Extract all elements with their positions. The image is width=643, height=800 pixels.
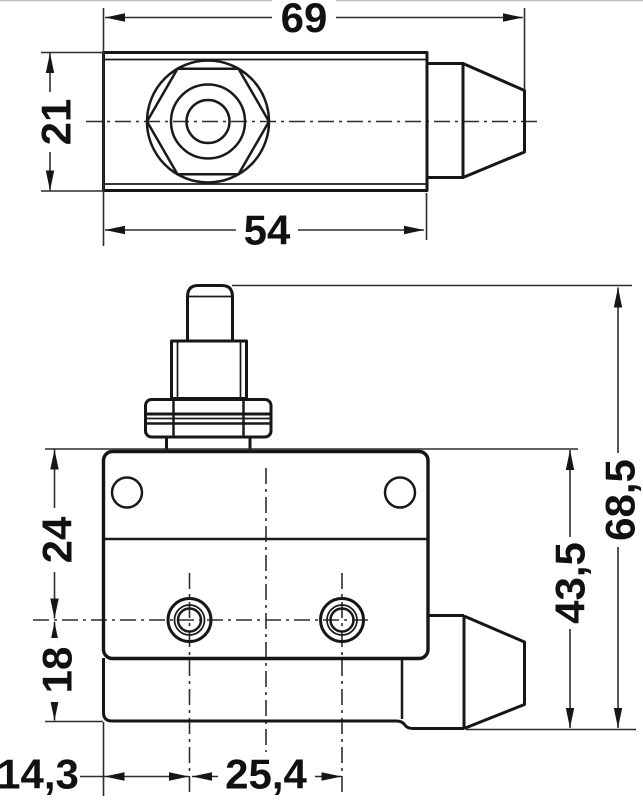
mounting-nut: [144, 398, 273, 439]
hole-mid-ring: [173, 604, 206, 636]
corner-hole-right: [383, 476, 417, 509]
dim-case-height-label: 43,5: [547, 542, 594, 624]
arrow-up-icon: [613, 287, 623, 308]
hex-nut: [145, 67, 271, 176]
dimension-hole-spacing: 25,4: [192, 751, 342, 798]
text-gap: [236, 213, 298, 247]
top-view: [86, 51, 541, 192]
plunger-cap: [186, 284, 234, 341]
switch-case-outline: [101, 449, 430, 661]
arrow-right-icon: [503, 13, 523, 22]
cable-gland-base: [425, 62, 465, 179]
dimension-body-height: 21: [33, 51, 104, 192]
arrow-down-icon: [613, 708, 623, 728]
plunger-bushing-circle: [169, 83, 247, 160]
mounting-hole-right: [319, 597, 365, 643]
arrow-down-icon: [565, 708, 575, 728]
hole-inner-ring: [329, 607, 355, 633]
text-gap: [272, 0, 336, 34]
arrow-right-icon: [169, 772, 189, 781]
arrow-left-icon: [105, 225, 125, 235]
arrow-right-icon: [404, 225, 424, 235]
arrow-down-icon: [50, 598, 59, 619]
dimension-hole-axis-to-bottom: 18: [34, 622, 103, 723]
arrow-up-icon: [565, 450, 575, 470]
arrow-right-icon: [321, 772, 342, 781]
hole-inner-ring: [176, 607, 203, 633]
text-gap: [38, 508, 76, 572]
corner-hole-left: [110, 476, 144, 509]
dimension-top-to-hole-axis: 24: [34, 449, 81, 619]
hole-mid-ring: [326, 604, 358, 636]
dim-edge-to-hole-label: 14,3: [0, 751, 79, 798]
plunger-bushing: [170, 339, 248, 400]
dim-hole-to-bottom-label: 18: [34, 647, 81, 694]
cable-gland-cone-front: [463, 614, 526, 730]
text-gap: [36, 92, 74, 152]
hole-outer-ring: [166, 597, 213, 643]
arrow-up-icon: [50, 449, 59, 470]
dimension-edge-to-hole: 14,3: [0, 722, 189, 798]
dimension-overall-length: 69: [102, 0, 526, 246]
dim-body-height-label: 21: [33, 99, 80, 146]
arrow-down-icon: [50, 700, 59, 721]
dim-top-to-hole-label: 24: [34, 516, 81, 563]
dimension-overall-height: 68,5: [232, 284, 643, 731]
text-gap: [600, 453, 638, 547]
arrow-up-icon: [45, 53, 55, 73]
arrow-left-icon: [105, 13, 125, 22]
base-slab-outline: [102, 658, 464, 730]
dim-overall-length-label: 69: [281, 0, 328, 41]
front-view: [33, 284, 526, 796]
hole-outer-ring: [319, 597, 365, 643]
text-gap: [552, 537, 590, 629]
text-gap: [38, 638, 76, 702]
dimension-case-height: 43,5: [45, 448, 594, 728]
arrow-up-icon: [50, 622, 59, 642]
cable-gland-cone: [462, 62, 526, 179]
dim-body-length-label: 54: [244, 207, 291, 254]
dim-hole-spacing-label: 25,4: [225, 751, 307, 798]
arrow-down-icon: [45, 170, 55, 191]
dimension-body-length: 54: [105, 193, 428, 254]
mounting-hole-left: [166, 597, 213, 643]
arrow-left-icon: [104, 772, 125, 781]
plunger-pin-circle: [185, 98, 231, 145]
arrow-left-icon: [192, 772, 212, 781]
dim-overall-height-label: 68,5: [597, 459, 643, 541]
text-gap: [218, 753, 315, 795]
